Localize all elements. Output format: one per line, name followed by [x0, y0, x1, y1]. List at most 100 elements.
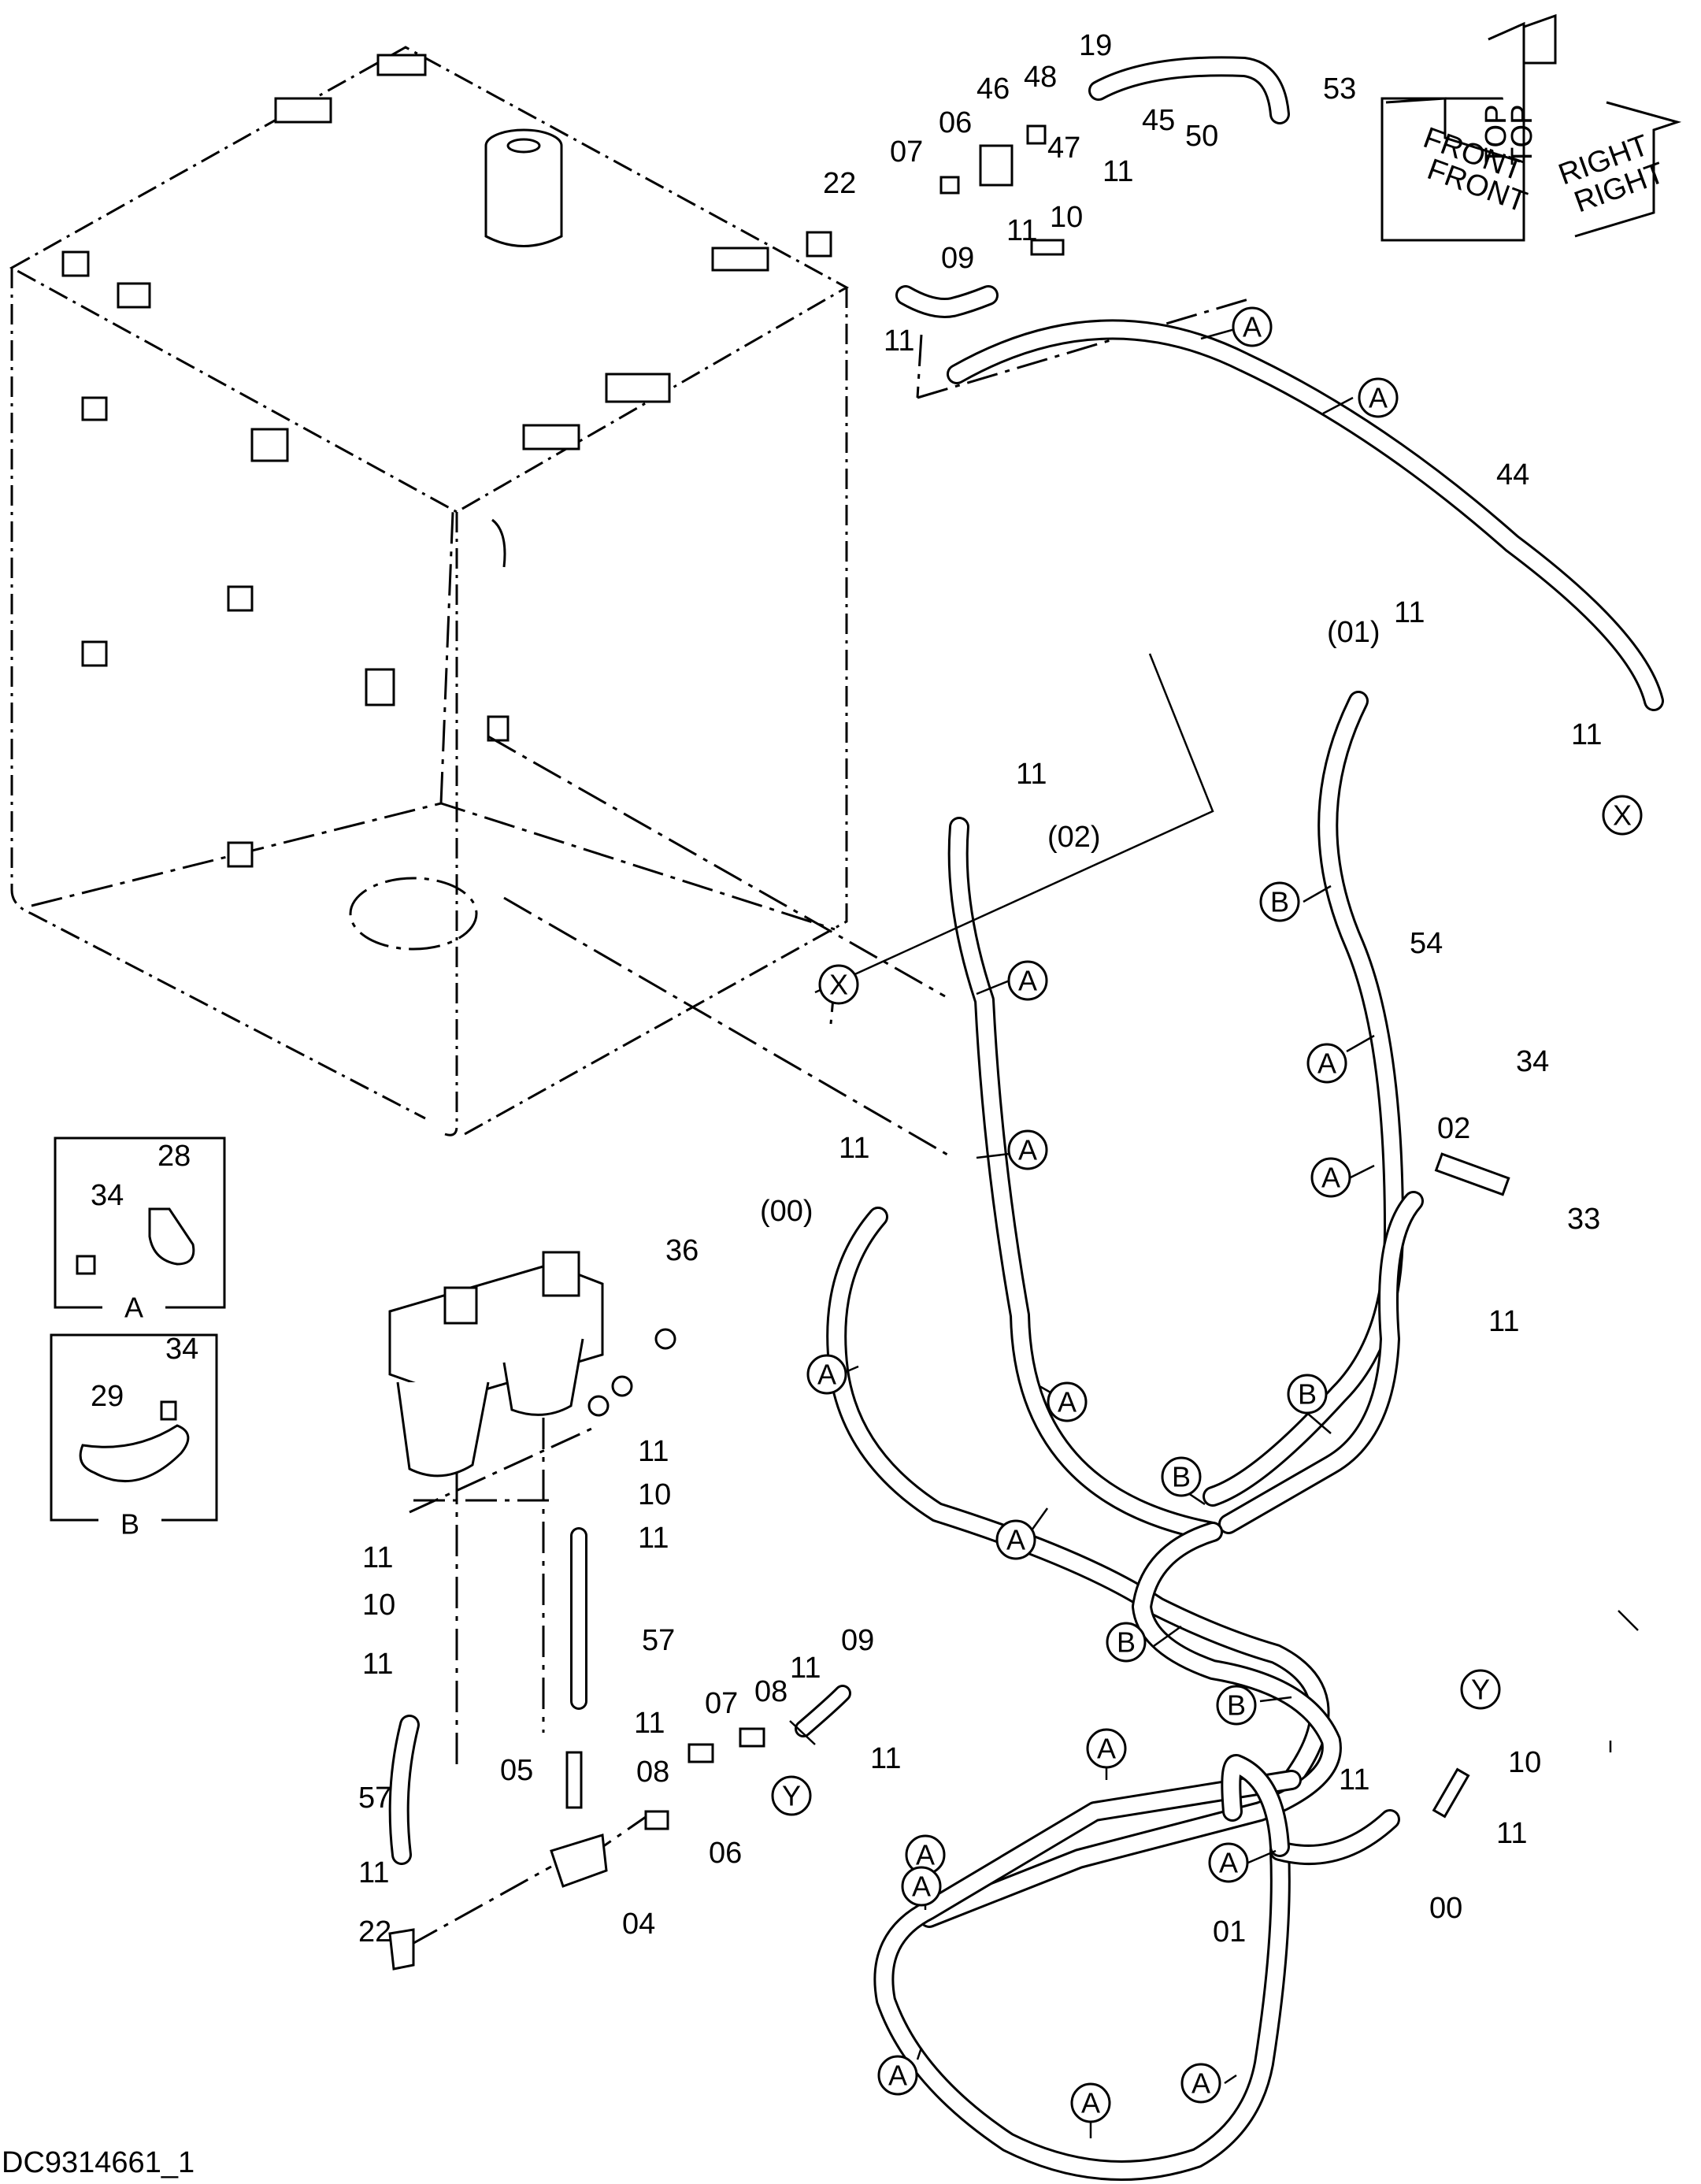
callout-ring	[1460, 1669, 1501, 1710]
callout-letter: A	[817, 1359, 836, 1391]
callout-ring	[901, 1866, 942, 1907]
detail-box-b: B	[50, 1333, 218, 1541]
callout-a-circle: A	[901, 1866, 942, 1907]
part-number-label: 11	[362, 1648, 393, 1681]
callout-b-circle: B	[1287, 1374, 1328, 1415]
part-number-label: 46	[976, 72, 1010, 106]
callout-ring	[1259, 881, 1300, 922]
part-number-label: 44	[1496, 458, 1529, 491]
part-number-label: 34	[165, 1333, 198, 1366]
part-number-label: 07	[705, 1687, 738, 1720]
callout-letter: A	[1191, 2067, 1210, 2100]
callout-letter: A	[1006, 1524, 1025, 1556]
part-number-label: 11	[638, 1522, 669, 1555]
part-number-label: 10	[1508, 1746, 1541, 1779]
callout-ring	[818, 964, 859, 1005]
callout-letter: A	[1369, 382, 1388, 414]
callout-ring	[995, 1519, 1036, 1560]
part-number-label: 22	[358, 1915, 391, 1949]
fuel-filter-assembly	[388, 124, 1510, 1971]
part-number-label: 05	[500, 1754, 533, 1787]
part-number-label: 54	[1410, 927, 1443, 960]
part-number-label: 11	[870, 1742, 901, 1775]
callout-letter: A	[1058, 1386, 1077, 1418]
callout-ring	[1007, 1129, 1048, 1170]
callout-ring	[877, 2055, 918, 2096]
orientation-top-label: TOP	[1506, 105, 1539, 165]
callout-b-circle: B	[1106, 1622, 1147, 1663]
callout-letter: B	[1298, 1378, 1317, 1411]
part-number-label: 02	[1437, 1112, 1470, 1145]
part-number-label: 11	[634, 1707, 665, 1740]
part-number-label: 11	[1571, 718, 1602, 751]
drawing-id: DC9314661_1	[2, 2146, 195, 2179]
callout-ring	[1310, 1157, 1351, 1198]
part-number-label: 36	[665, 1234, 699, 1267]
callout-a-circle: A	[1007, 1129, 1048, 1170]
part-number-label: 11	[1006, 214, 1037, 247]
callout-x-circle: X	[1602, 795, 1643, 836]
callout-ring	[1306, 1043, 1347, 1084]
part-number-label: (01)	[1327, 616, 1380, 649]
callout-letter: B	[1227, 1689, 1246, 1722]
part-number-label: 11	[1339, 1763, 1369, 1797]
part-number-label: 08	[636, 1756, 669, 1789]
callout-a-circle: A	[1086, 1728, 1127, 1769]
part-number-label: 09	[841, 1624, 874, 1657]
callout-letter: A	[916, 1839, 935, 1871]
callout-ring	[806, 1354, 847, 1395]
detail-box-a: A	[54, 1136, 226, 1324]
callout-ring	[1208, 1842, 1249, 1883]
hose-lines	[388, 56, 1664, 2181]
part-number-label: 11	[362, 1541, 393, 1574]
part-number-label: 48	[1024, 61, 1057, 94]
callout-letter: A	[888, 2060, 907, 2092]
callout-ring	[1216, 1685, 1257, 1726]
orientation-top-label-shadow: TOP	[1480, 105, 1513, 165]
part-number-label: 11	[1496, 1817, 1527, 1850]
callout-b-circle: B	[1259, 881, 1300, 922]
callout-a-circle: A	[1208, 1842, 1249, 1883]
part-number-label: 11	[790, 1652, 821, 1685]
callout-letter: Y	[782, 1780, 801, 1812]
callout-a-circle: A	[806, 1354, 847, 1395]
callout-letter: A	[1243, 311, 1262, 343]
callout-ring	[1602, 795, 1643, 836]
callout-letter: A	[912, 1871, 931, 1903]
callout-a-circle: A	[1310, 1157, 1351, 1198]
part-number-label: 19	[1079, 29, 1112, 62]
part-number-label: 34	[1516, 1045, 1549, 1078]
callout-ring	[1007, 960, 1048, 1001]
callout-ring	[1070, 2082, 1111, 2123]
fuel-tank-outline	[9, 46, 850, 1136]
callout-letter: Y	[1471, 1674, 1490, 1706]
orientation-indicator: TOP TOP FRONT FRONT RIGHT RIGHT	[1380, 13, 1682, 242]
callout-letter: B	[1270, 886, 1289, 918]
callout-x-circle: X	[818, 964, 859, 1005]
callout-letter: A	[1317, 1048, 1336, 1080]
callout-ring	[771, 1775, 812, 1816]
part-number-label: 28	[158, 1140, 191, 1173]
part-number-label: 11	[1394, 596, 1425, 629]
callout-y-circle: Y	[771, 1775, 812, 1816]
part-number-label: 11	[358, 1856, 389, 1889]
callout-letter: B	[1117, 1626, 1136, 1659]
part-number-label: 45	[1142, 104, 1175, 137]
callout-letter: A	[1219, 1847, 1238, 1879]
part-number-label: 33	[1567, 1203, 1600, 1236]
part-number-label: 07	[890, 135, 923, 169]
part-number-label: 08	[754, 1675, 788, 1708]
part-number-label: 11	[839, 1132, 869, 1165]
part-number-label: 47	[1047, 132, 1080, 165]
callout-a-circle: A	[1047, 1381, 1088, 1422]
callout-letter: X	[829, 969, 848, 1001]
part-number-label: 10	[1050, 201, 1083, 234]
part-number-label: 11	[1016, 758, 1047, 791]
callout-a-circle: A	[1232, 306, 1273, 347]
callout-letter: A	[1018, 1134, 1037, 1166]
callout-a-circle: A	[905, 1834, 946, 1875]
part-number-label: 53	[1323, 72, 1356, 106]
detail-a-caption: A	[124, 1292, 143, 1324]
